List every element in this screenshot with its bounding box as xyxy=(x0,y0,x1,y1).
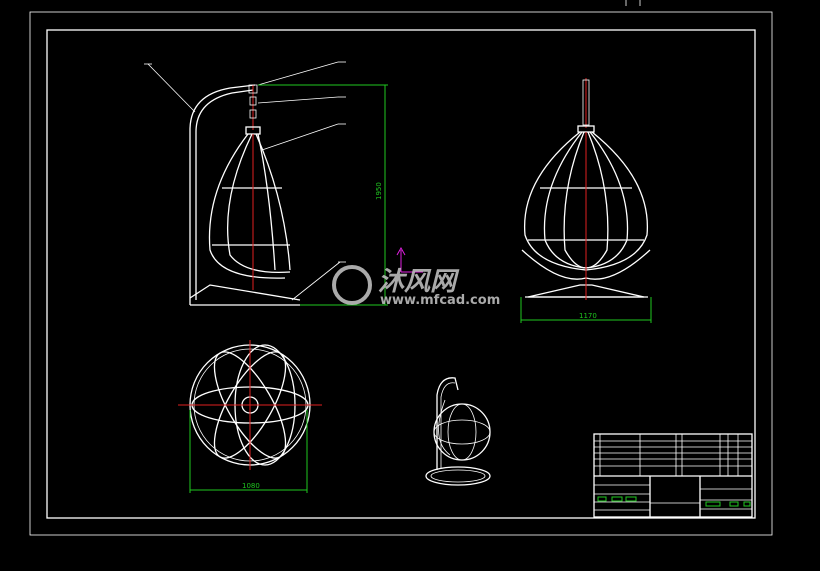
watermark: 沐风网 www.mfcad.com xyxy=(332,265,500,308)
isometric-view xyxy=(425,377,491,486)
top-view: 1080 xyxy=(178,340,322,493)
drawing-frame xyxy=(29,0,773,536)
dimension-height: 1950 xyxy=(375,182,383,200)
dimension-diameter: 1080 xyxy=(242,482,260,490)
side-view: 1950 xyxy=(144,61,388,306)
title-block xyxy=(593,433,753,518)
front-view: 1170 xyxy=(520,78,652,323)
dimension-width: 1170 xyxy=(579,312,597,320)
ucs-icon xyxy=(396,246,423,273)
watermark-url: www.mfcad.com xyxy=(380,293,500,308)
watermark-brand: 沐风网 xyxy=(378,267,460,297)
